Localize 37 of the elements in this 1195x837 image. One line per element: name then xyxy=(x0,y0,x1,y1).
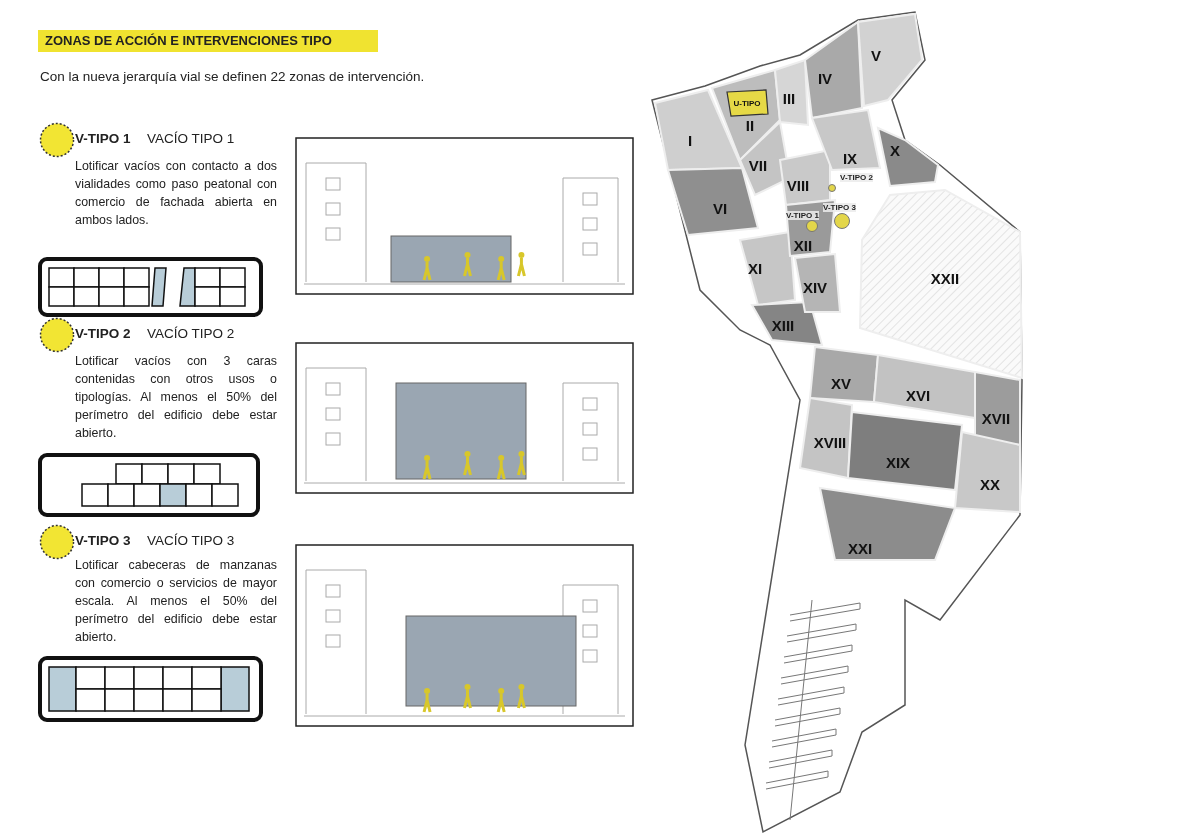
zone-label: XVII xyxy=(981,409,1011,427)
zone-label: X xyxy=(890,141,900,159)
subtitle-text: Con la nueva jerarquía vial se definen 22 zonas de intervención. xyxy=(40,69,426,84)
title-banner: ZONAS DE ACCIÓN E INTERVENCIONES TIPO xyxy=(38,30,378,52)
description-text: Lotificar vacíos con contacto a dos vialidades como paso peatonal con comercio de fachada abierta en ambos lados. xyxy=(75,158,277,229)
zone-label: XI xyxy=(747,259,763,277)
zone-label: VI xyxy=(712,199,728,217)
zone-label: II xyxy=(745,116,755,134)
zone-label: III xyxy=(782,89,796,107)
type-name: VACÍO TIPO 3 xyxy=(147,533,235,548)
type-code: V-TIPO 2 xyxy=(75,326,131,341)
zone-label: XXI xyxy=(847,539,873,557)
zone-label: XX xyxy=(980,475,1000,493)
zone-label: XIX xyxy=(885,453,911,471)
description-text: Lotificar cabeceras de manzanas con comercio o servicios de mayor escala. Al menos el 50% del perímetro del edificio debe estar abierto. xyxy=(75,557,277,646)
marker-label: V-TIPO 1 xyxy=(786,211,819,220)
zone-label: XXII xyxy=(930,269,960,287)
type-name: VACÍO TIPO 2 xyxy=(147,326,235,341)
zone-label: VII xyxy=(748,156,768,174)
zone-label: VIII xyxy=(786,176,810,194)
zone-label: V xyxy=(871,46,881,64)
type-code: V-TIPO 3 xyxy=(75,533,131,548)
type-name: VACÍO TIPO 1 xyxy=(147,131,235,146)
zone-label: XIII xyxy=(771,316,795,334)
type-code: V-TIPO 1 xyxy=(75,131,131,146)
zone-label: XIV xyxy=(802,278,828,296)
plot-label: U-TIPO xyxy=(733,98,761,108)
description-text: Lotificar vacíos con 3 caras contenidas con otros usos o tipologías. Al menos el 50% del perímetro del edificio debe estar abierto. xyxy=(75,353,277,442)
zone-label: IV xyxy=(817,69,833,87)
zone-label: XV xyxy=(831,374,851,392)
zone-label: IX xyxy=(842,149,858,167)
zone-label: XII xyxy=(793,236,813,254)
zone-label: I xyxy=(687,131,693,149)
marker-label: V-TIPO 2 xyxy=(840,173,873,182)
zone-label: XVI xyxy=(905,386,931,404)
marker-label: V-TIPO 3 xyxy=(823,203,856,212)
zone-label: XVIII xyxy=(813,433,847,451)
